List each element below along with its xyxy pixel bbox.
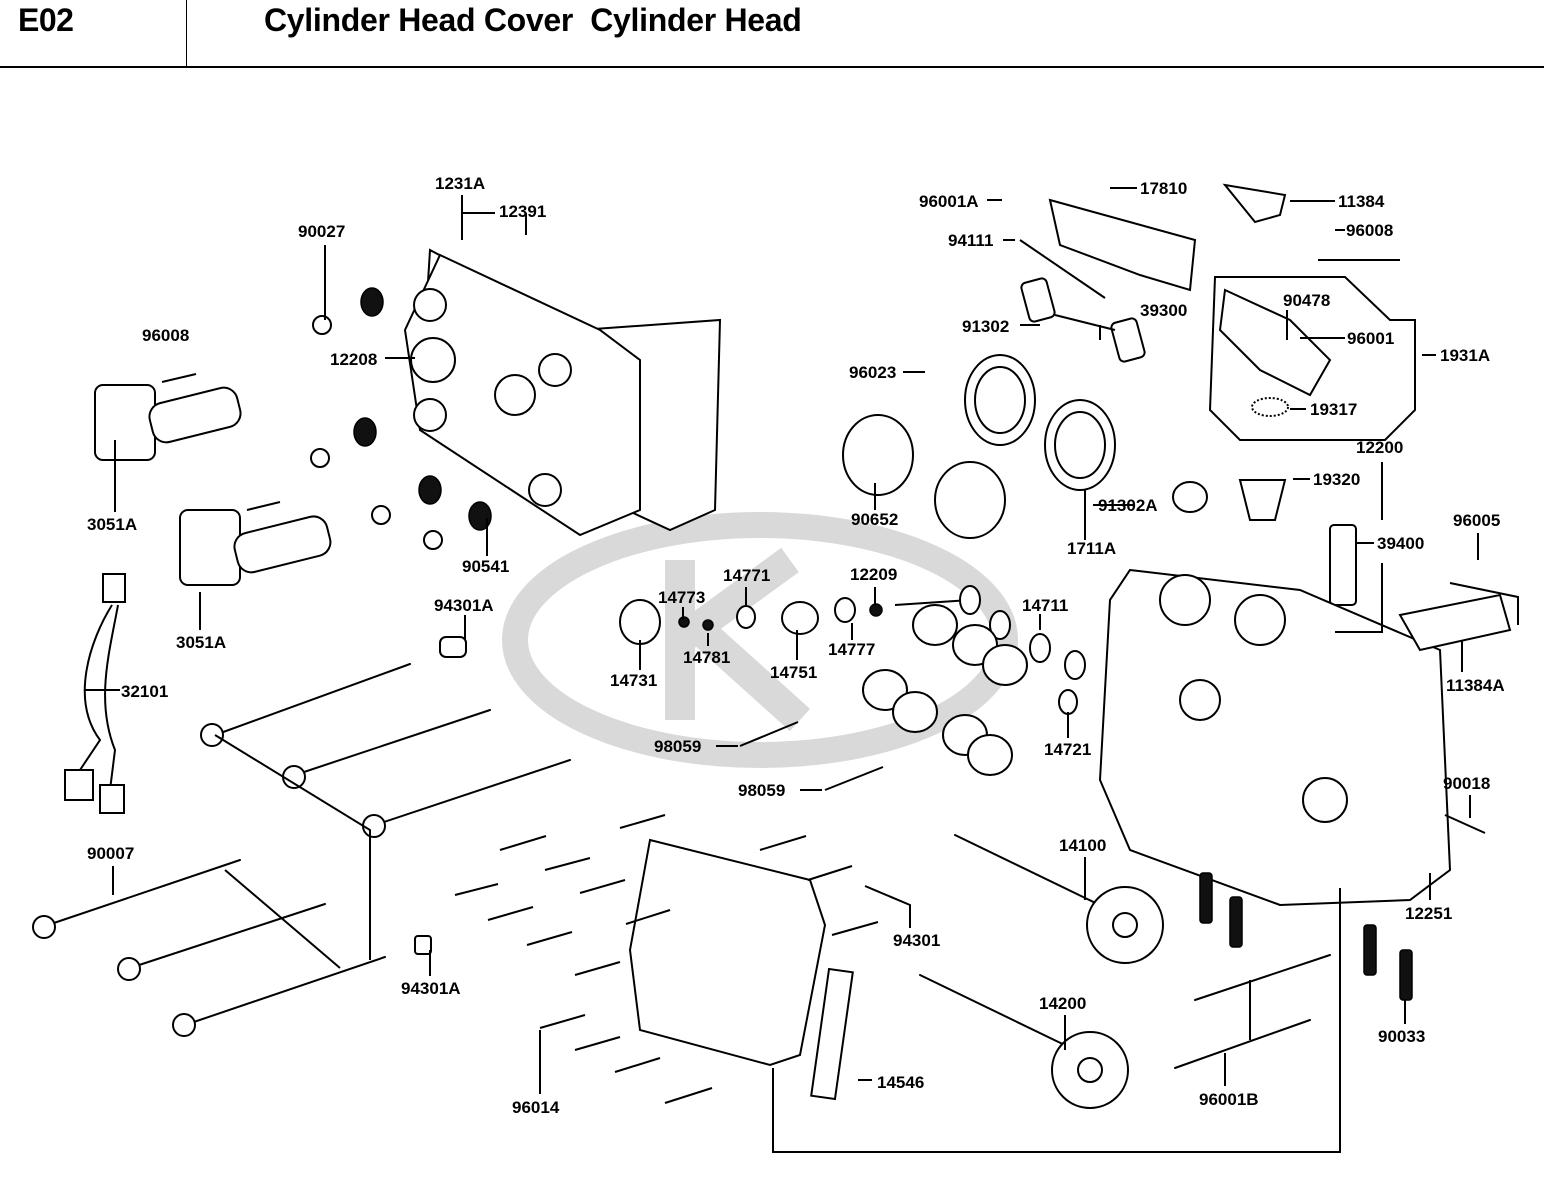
part-label-96014: 96014 <box>512 1098 560 1117</box>
part-label-14711: 14711 <box>1022 596 1069 615</box>
part-label-14771: 14771 <box>723 566 771 585</box>
part-label-98059-upper: 98059 <box>654 737 702 756</box>
cap-bolts <box>414 636 879 1104</box>
part-label-39300: 39300 <box>1140 301 1188 320</box>
part-label-19317: 19317 <box>1310 400 1358 419</box>
part-label-90033: 90033 <box>1378 1027 1426 1046</box>
part-label-17810: 17810 <box>1140 179 1188 198</box>
kymco-watermark <box>502 512 1018 768</box>
part-label-11384A: 11384A <box>1446 676 1505 695</box>
page-header: E02 Cylinder Head Cover Cylinder Head <box>0 0 1544 68</box>
part-label-14777: 14777 <box>828 640 876 659</box>
part-label-3051A-upper: 3051A <box>87 515 138 534</box>
part-label-14721: 14721 <box>1044 740 1092 759</box>
part-label-1931A: 1931A <box>1440 346 1491 365</box>
cylinder-head-cover <box>403 248 722 537</box>
part-label-12209: 12209 <box>850 565 898 584</box>
part-label-96008-left: 96008 <box>142 326 190 345</box>
part-label-14100: 14100 <box>1059 836 1107 855</box>
leader-lines <box>85 187 1519 1153</box>
part-label-14781: 14781 <box>683 648 731 667</box>
part-label-96008-right: 96008 <box>1346 221 1394 240</box>
part-label-96001: 96001 <box>1347 329 1395 348</box>
part-label-12251: 12251 <box>1405 904 1453 923</box>
ignition-coils <box>94 373 332 586</box>
part-label-96005: 96005 <box>1453 511 1501 530</box>
head-bolts <box>32 663 571 1037</box>
part-label-96023: 96023 <box>849 363 897 382</box>
header-divider <box>186 0 187 66</box>
part-label-90541: 90541 <box>462 557 510 576</box>
part-label-91302A: 91302A <box>1098 496 1158 515</box>
part-label-90007: 90007 <box>87 844 135 863</box>
dowels-and-bolts <box>1174 814 1486 1069</box>
section-code: E02 <box>18 2 74 38</box>
thermostat-assembly <box>1208 183 1416 606</box>
part-label-11384: 11384 <box>1338 192 1385 211</box>
part-label-91302: 91302 <box>962 317 1010 336</box>
part-label-96001A: 96001A <box>919 192 979 211</box>
part-label-3051A-lower: 3051A <box>176 633 227 652</box>
part-label-94301A-upper: 94301A <box>434 596 494 615</box>
page-title: Cylinder Head Cover Cylinder Head <box>264 2 802 38</box>
camshaft-holder <box>628 838 854 1101</box>
part-label-90478: 90478 <box>1283 291 1331 310</box>
washers <box>310 287 492 550</box>
part-label-98059-lower: 98059 <box>738 781 786 800</box>
watermark-ring <box>502 512 1018 768</box>
part-label-94301: 94301 <box>893 931 941 950</box>
part-label-90018: 90018 <box>1443 774 1491 793</box>
part-label-39400: 39400 <box>1377 534 1425 553</box>
camshafts <box>919 834 1164 1109</box>
part-label-90652: 90652 <box>851 510 899 529</box>
part-label-94111: 94111 <box>948 231 994 250</box>
watermark-k <box>665 547 811 732</box>
wire-harness <box>64 573 126 814</box>
part-label-94301A-lower: 94301A <box>401 979 461 998</box>
part-label-32101: 32101 <box>121 682 169 701</box>
part-label-19320: 19320 <box>1313 470 1361 489</box>
part-label-14773: 14773 <box>658 588 706 607</box>
part-label-14731: 14731 <box>610 671 658 690</box>
part-label-1231A: 1231A <box>435 174 486 193</box>
part-label-14546: 14546 <box>877 1073 925 1092</box>
part-label-12208: 12208 <box>330 350 378 369</box>
spark-plugs <box>739 721 884 791</box>
part-label-90027: 90027 <box>298 222 346 241</box>
part-label-96001B: 96001B <box>1199 1090 1259 1109</box>
cylinder-head <box>1098 568 1512 907</box>
part-label-12200: 12200 <box>1356 438 1404 457</box>
part-label-14751: 14751 <box>770 663 818 682</box>
part-label-12391: 12391 <box>499 202 547 221</box>
intake-assembly <box>842 198 1208 539</box>
part-label-14200: 14200 <box>1039 994 1087 1013</box>
part-label-1711A: 1711A <box>1067 539 1117 558</box>
